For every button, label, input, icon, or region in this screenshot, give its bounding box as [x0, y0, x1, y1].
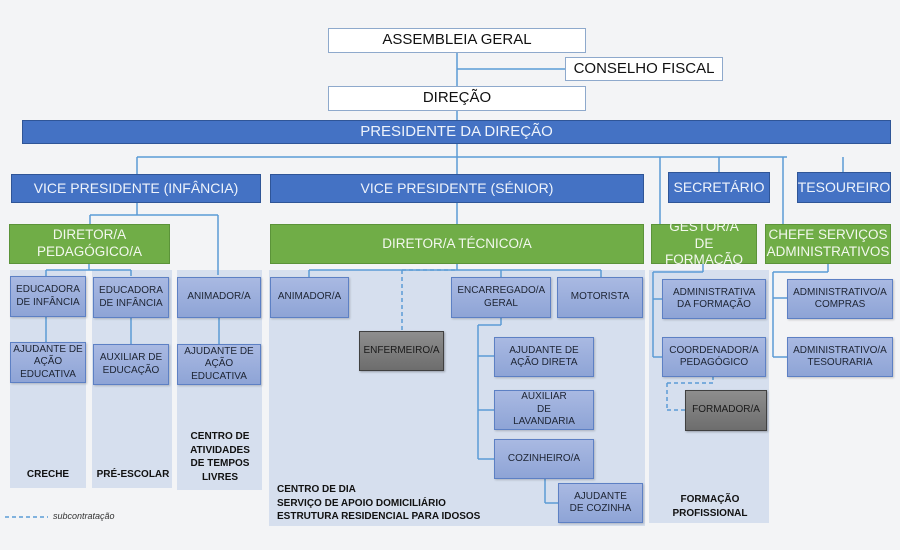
senior-label-2: SERVIÇO DE APOIO DOMICILIÁRIO	[277, 498, 446, 509]
atl-label: CENTRO DE ATIVIDADES DE TEMPOS LIVRES	[190, 431, 250, 483]
admin-compras-box: ADMINISTRATIVO/A COMPRAS	[787, 279, 893, 319]
cozinheiro-box: COZINHEIRO/A	[494, 439, 594, 479]
chefe-admin-box: CHEFE SERVIÇOS ADMINISTRATIVOS	[765, 224, 891, 264]
animador-atl-box: ANIMADOR/A	[177, 277, 261, 318]
motorista-box: MOTORISTA	[557, 277, 643, 318]
secretario-box: SECRETÁRIO	[668, 172, 770, 203]
legend-subcontracting-label: subcontratação	[53, 511, 115, 521]
tesoureiro-box: TESOUREIRO	[797, 172, 891, 203]
admin-tesouraria-box: ADMINISTRATIVO/A TESOURARIA	[787, 337, 893, 377]
educadora-pre-escolar-box: EDUCADORA DE INFÂNCIA	[93, 277, 169, 318]
formacao-label: FORMAÇÃO PROFISSIONAL	[672, 494, 748, 519]
vp-senior-box: VICE PRESIDENTE (SÉNIOR)	[270, 174, 644, 203]
pre-escolar-label: PRÉ-ESCOLAR	[96, 469, 170, 480]
diretor-tecnico-box: DIRETOR/A TÉCNICO/A	[270, 224, 644, 264]
enfermeiro-box: ENFERMEIRO/A	[359, 331, 444, 371]
animador-senior-box: ANIMADOR/A	[270, 277, 349, 318]
ajudante-cozinha-box: AJUDANTE DE COZINHA	[558, 483, 643, 523]
auxiliar-lavandaria-box: AUXILIAR DE LAVANDARIA	[494, 390, 594, 430]
assembleia-geral-box: ASSEMBLEIA GERAL	[328, 28, 586, 53]
ajudante-atl-box: AJUDANTE DE AÇÃO EDUCATIVA	[177, 344, 261, 385]
presidente-direcao-box: PRESIDENTE DA DIREÇÃO	[22, 120, 891, 144]
educadora-creche-box: EDUCADORA DE INFÂNCIA	[10, 276, 86, 317]
creche-label: CRECHE	[26, 469, 70, 480]
formador-box: FORMADOR/A	[685, 390, 767, 431]
senior-label-3: ESTRUTURA RESIDENCIAL PARA IDOSOS	[277, 511, 481, 522]
senior-label-1: CENTRO DE DIA	[277, 484, 356, 495]
direcao-box: DIREÇÃO	[328, 86, 586, 111]
administrativa-formacao-box: ADMINISTRATIVA DA FORMAÇÃO	[662, 279, 766, 319]
vp-infancia-box: VICE PRESIDENTE (INFÂNCIA)	[11, 174, 261, 203]
gestor-formacao-box: GESTOR/A DE FORMAÇÃO	[651, 219, 757, 267]
auxiliar-educacao-box: AUXILIAR DE EDUCAÇÃO	[93, 344, 169, 385]
ajudante-creche-box: AJUDANTE DE AÇÃO EDUCATIVA	[10, 342, 86, 383]
ajudante-acao-direta-box: AJUDANTE DE AÇÃO DIRETA	[494, 337, 594, 377]
coordenador-pedagogico-box: COORDENADOR/A PEDAGÓGICO	[662, 337, 766, 377]
conselho-fiscal-box: CONSELHO FISCAL	[565, 57, 723, 81]
subcontract-lines	[5, 269, 714, 518]
encarregado-box: ENCARREGADO/A GERAL	[451, 277, 551, 318]
diretor-pedagogico-box: DIRETOR/A PEDAGÓGICO/A	[9, 224, 170, 264]
